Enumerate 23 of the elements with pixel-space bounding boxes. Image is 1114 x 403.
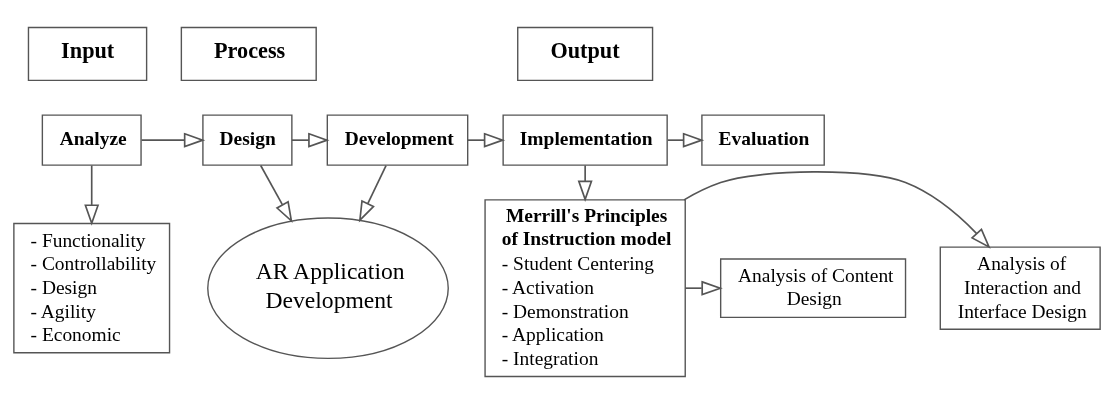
arrow bbox=[291, 132, 330, 148]
node-ellipse: AR Application Development bbox=[207, 216, 449, 359]
arrow bbox=[358, 164, 387, 222]
arrow bbox=[467, 132, 506, 148]
node-box: Design bbox=[202, 113, 293, 166]
node-box: Development bbox=[326, 113, 469, 166]
node-box: Input bbox=[27, 26, 148, 81]
node-box: - Functionality - Controllability - Design - Agility - Economic bbox=[13, 222, 171, 353]
node-box: Evaluation bbox=[701, 113, 825, 166]
node-box: Process bbox=[180, 26, 317, 81]
arrow bbox=[577, 164, 593, 202]
node-box: Output bbox=[517, 26, 654, 81]
arrow bbox=[684, 280, 723, 296]
arrow bbox=[140, 132, 206, 148]
arrow bbox=[84, 164, 100, 226]
arrow bbox=[259, 164, 293, 223]
node-box: Implementation bbox=[502, 113, 668, 166]
arrow bbox=[683, 170, 991, 249]
arrow bbox=[667, 132, 705, 148]
node-box: Merrill's Principles of Instruction model - Student Centering - Activation - Demonstration - Application - Integration bbox=[484, 198, 686, 377]
node-box: Analysis of Interaction and Interface Design bbox=[939, 245, 1101, 330]
node-box: Analysis of Content Design bbox=[719, 257, 907, 318]
node-box: Analyze bbox=[41, 113, 142, 166]
